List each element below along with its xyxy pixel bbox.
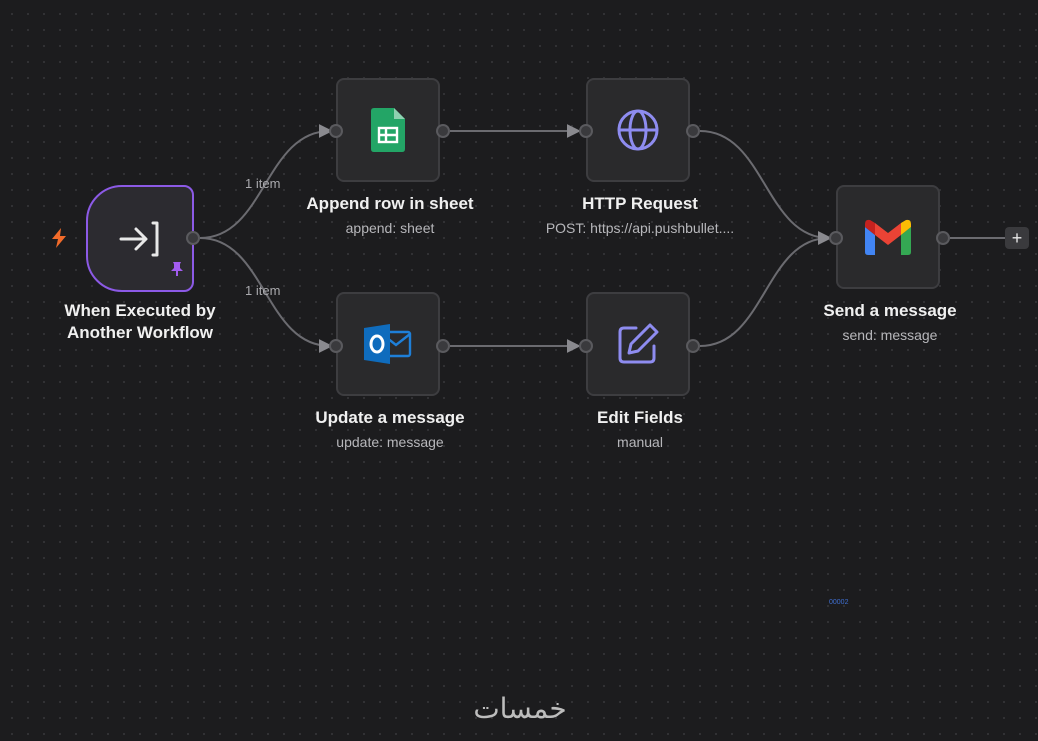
output-handle[interactable] bbox=[936, 231, 950, 245]
gmail-icon bbox=[865, 219, 911, 255]
watermark-logo: خمسات bbox=[473, 692, 567, 725]
node-subtitle: POST: https://api.pushbullet.... bbox=[545, 220, 735, 236]
edge-trigger-append[interactable] bbox=[199, 124, 333, 239]
node-title: Send a message bbox=[823, 301, 957, 320]
node-when-executed-trigger[interactable] bbox=[86, 185, 194, 292]
node-edit-fields[interactable] bbox=[586, 292, 690, 396]
node-title: When Executed by Another Workflow bbox=[64, 301, 216, 342]
output-handle[interactable] bbox=[436, 124, 450, 138]
node-title: HTTP Request bbox=[582, 194, 698, 213]
output-handle[interactable] bbox=[686, 339, 700, 353]
input-handle[interactable] bbox=[329, 124, 343, 138]
node-title: Edit Fields bbox=[597, 408, 683, 427]
edge-http-send[interactable] bbox=[699, 130, 832, 245]
input-handle[interactable] bbox=[829, 231, 843, 245]
node-http-request[interactable] bbox=[586, 78, 690, 182]
node-append-row-in-sheet[interactable] bbox=[336, 78, 440, 182]
node-subtitle: manual bbox=[617, 434, 663, 450]
input-handle[interactable] bbox=[329, 339, 343, 353]
node-subtitle: append: sheet bbox=[345, 220, 435, 236]
node-title: Update a message bbox=[315, 408, 465, 427]
add-node-button[interactable]: + bbox=[1005, 227, 1029, 249]
edge-edit-send[interactable] bbox=[699, 231, 832, 347]
output-handle[interactable] bbox=[436, 339, 450, 353]
edge-item-count-label: 1 item bbox=[245, 176, 281, 191]
node-title: Append row in sheet bbox=[306, 194, 474, 213]
node-send-a-message[interactable] bbox=[836, 185, 940, 289]
globe-icon bbox=[615, 107, 661, 153]
trigger-bolt-icon bbox=[51, 228, 67, 253]
node-update-a-message[interactable] bbox=[336, 292, 440, 396]
output-handle[interactable] bbox=[686, 124, 700, 138]
edit-pencil-icon bbox=[616, 322, 660, 366]
edge-trigger-update[interactable] bbox=[199, 237, 333, 353]
google-sheets-icon bbox=[371, 108, 405, 152]
node-subtitle: send: message bbox=[842, 327, 938, 343]
input-handle[interactable] bbox=[579, 124, 593, 138]
input-handle[interactable] bbox=[579, 339, 593, 353]
sign-in-arrow-icon bbox=[117, 219, 163, 259]
outlook-icon bbox=[364, 322, 412, 366]
trigger-output-handle[interactable] bbox=[186, 231, 200, 245]
tiny-canvas-label: 00002 bbox=[829, 599, 849, 606]
node-subtitle: update: message bbox=[336, 434, 444, 450]
edge-item-count-label: 1 item bbox=[245, 283, 281, 298]
pin-icon bbox=[170, 261, 184, 282]
